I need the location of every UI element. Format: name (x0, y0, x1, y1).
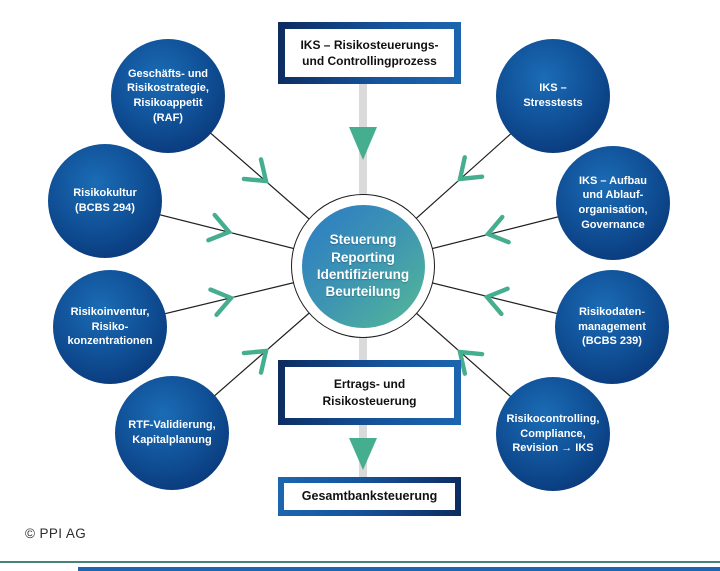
box-gesamtbanksteuerung: Gesamtbanksteuerung (278, 477, 461, 516)
node-risikoinventur: Risikoinventur, Risiko- konzentrationen (53, 270, 167, 384)
bottom-blue-rule (78, 567, 720, 571)
bottom-teal-rule (0, 561, 720, 563)
chevron-arrows (206, 155, 511, 376)
node-iks-aufbau-ablauforganisation: IKS – Aufbau und Ablauf- organisation, G… (556, 146, 670, 260)
node-label: Risikoinventur, Risiko- konzentrationen (67, 306, 153, 348)
chevron-icon (484, 214, 511, 245)
chevron-icon (241, 157, 269, 184)
box-label: Gesamtbanksteuerung (284, 483, 455, 510)
box-label: IKS – Risikosteuerungs- und Controllingp… (285, 29, 454, 77)
chevron-icon (208, 287, 235, 318)
flow-arrow-down-top (349, 127, 377, 160)
center-hub-label: Steuerung Reporting Identifizierung Beur… (316, 232, 410, 300)
node-rtf-validierung: RTF-Validierung, Kapitalplanung (115, 376, 229, 490)
node-geschaefts-risikostrategie: Geschäfts- und Risikostrategie, Risikoap… (111, 39, 225, 153)
center-hub-ring: Steuerung Reporting Identifizierung Beur… (291, 194, 435, 338)
chevron-icon (457, 349, 485, 376)
chevron-icon (206, 212, 233, 243)
box-label: Ertrags- und Risikosteuerung (285, 367, 454, 418)
node-label: Risikokultur (BCBS 294) (73, 187, 137, 214)
node-label: RTF-Validierung, Kapitalplanung (128, 419, 216, 446)
node-risikodatenmanagement: Risikodaten- management (BCBS 239) (555, 270, 669, 384)
node-label: Risikodaten- management (BCBS 239) (578, 306, 646, 348)
node-risikokultur: Risikokultur (BCBS 294) (48, 144, 162, 258)
node-label: IKS – Stresstests (523, 82, 583, 109)
node-iks-stresstests: IKS – Stresstests (496, 39, 610, 153)
chevron-icon (483, 286, 510, 317)
node-label: Risikocontrolling, Compliance, Revision … (506, 413, 600, 455)
chevron-icon (457, 155, 485, 182)
copyright-text: © PPI AG (25, 526, 87, 541)
box-ertrags-risikosteuerung: Ertrags- und Risikosteuerung (278, 360, 461, 425)
node-label: IKS – Aufbau und Ablauf- organisation, G… (578, 174, 648, 231)
box-iks-risikosteuerungsprozess: IKS – Risikosteuerungs- und Controllingp… (278, 22, 461, 84)
node-label: Geschäfts- und Risikostrategie, Risikoap… (127, 67, 209, 124)
chevron-icon (241, 348, 269, 375)
center-hub: Steuerung Reporting Identifizierung Beur… (301, 204, 425, 328)
flow-arrow-down-bottom (349, 438, 377, 470)
node-risikocontrolling: Risikocontrolling, Compliance, Revision … (496, 377, 610, 491)
